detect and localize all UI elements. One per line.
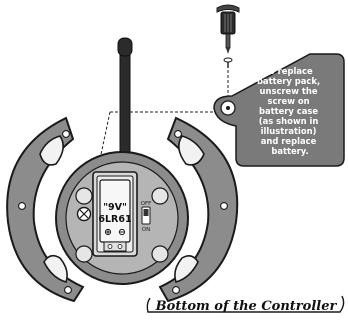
caption: Bottom of the Controller xyxy=(146,295,345,314)
instruction-callout: To replace battery pack, unscrew the scr… xyxy=(213,53,345,167)
battery-label-model: 6LR61 xyxy=(98,214,131,225)
battery-plus-terminal: ⊕ xyxy=(104,227,112,238)
antenna xyxy=(117,37,133,161)
right-handle-screw-top xyxy=(174,130,182,138)
caption-text: Bottom of the Controller xyxy=(155,299,338,314)
battery-minus-terminal: ⊖ xyxy=(118,227,126,238)
screw-icon xyxy=(223,57,233,68)
battery-compartment: "9V" 6LR61 ⊕ ⊖ xyxy=(92,171,138,257)
left-handle-screw-top xyxy=(62,130,70,138)
screwdriver-icon xyxy=(216,4,240,54)
right-handle-screw-mid xyxy=(220,202,228,210)
power-switch: OFF ON xyxy=(141,201,152,233)
callout-text: To replace battery pack, unscrew the scr… xyxy=(257,66,323,156)
left-handle xyxy=(6,116,85,303)
battery-label-voltage: "9V" xyxy=(103,202,127,213)
left-handle-screw-bottom xyxy=(64,286,72,294)
switch-on-label: ON xyxy=(142,227,150,233)
switch-off-label: OFF xyxy=(141,201,152,207)
right-handle xyxy=(158,116,239,303)
right-handle-screw-bottom xyxy=(172,286,180,294)
left-handle-screw-mid xyxy=(18,202,26,210)
